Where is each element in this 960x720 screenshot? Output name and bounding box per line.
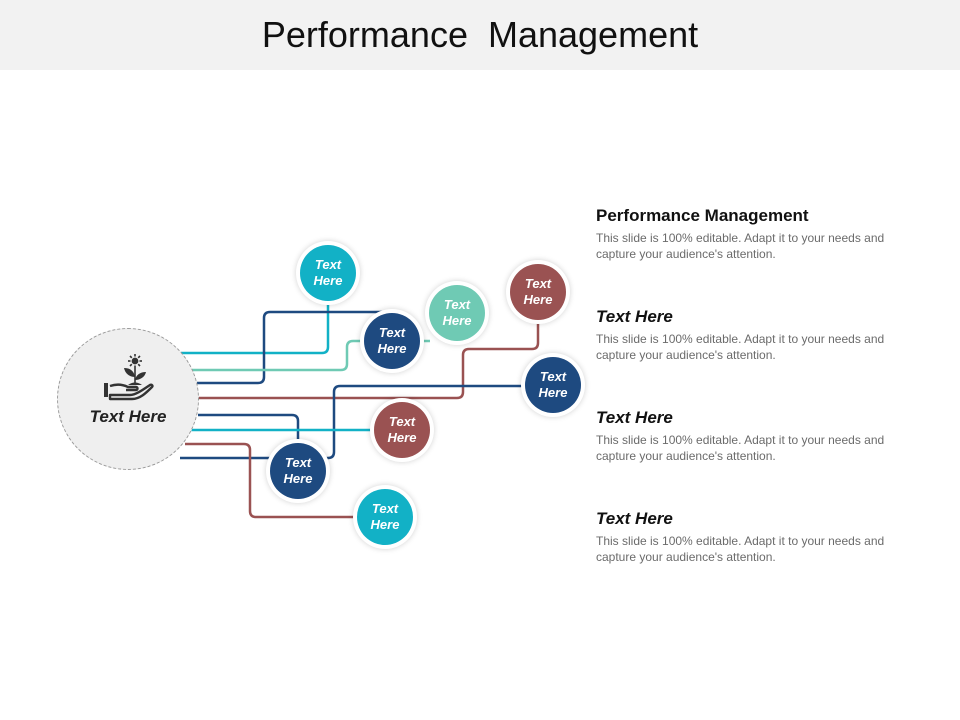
info-body: This slide is 100% editable. Adapt it to… (596, 534, 885, 564)
connector-mint (185, 339, 430, 372)
node-circle-5: Text Here (525, 357, 581, 413)
node-label: Text Here (283, 455, 313, 486)
node-label: Text Here (377, 325, 407, 356)
node-label: Text Here (313, 257, 343, 288)
center-label: Text Here (89, 407, 167, 426)
node-circle-1: Text Here (300, 245, 356, 301)
hand-plant-icon (104, 354, 154, 401)
info-heading: Text Here (596, 307, 673, 326)
info-body: This slide is 100% editable. Adapt it to… (596, 231, 885, 261)
node-label: Text Here (387, 414, 417, 445)
node-circle-7: Text Here (270, 443, 326, 499)
node-circle-8: Text Here (357, 489, 413, 545)
info-heading: Performance Management (596, 206, 809, 225)
title-bar (0, 0, 960, 70)
node-label: Text Here (538, 369, 568, 400)
center-circle: Text Here (57, 328, 199, 470)
info-heading: Text Here (596, 509, 673, 528)
node-circle-2: Text Here (429, 285, 485, 341)
info-block-4: Text Here This slide is 100% editable. A… (596, 509, 896, 565)
info-block-1: Performance Management This slide is 100… (596, 206, 896, 262)
slide-title: Performance Management (261, 14, 699, 55)
connector-navy-lower (198, 413, 300, 443)
info-body: This slide is 100% editable. Adapt it to… (596, 433, 885, 463)
info-heading: Text Here (596, 408, 673, 427)
node-label: Text Here (442, 297, 472, 328)
node-circle-4: Text Here (510, 264, 566, 320)
node-circle-3: Text Here (364, 313, 420, 369)
connector-navy-right (180, 384, 527, 460)
connector-cyan-top (180, 302, 330, 355)
info-block-3: Text Here This slide is 100% editable. A… (596, 408, 896, 464)
connector-maroon-lower (185, 442, 358, 519)
node-label: Text Here (523, 276, 553, 307)
info-body: This slide is 100% editable. Adapt it to… (596, 332, 885, 362)
node-circle-6: Text Here (374, 402, 430, 458)
node-label: Text Here (370, 501, 400, 532)
connector-navy-upper (185, 310, 395, 385)
connector-maroon-upper (195, 322, 540, 400)
info-block-2: Text Here This slide is 100% editable. A… (596, 307, 896, 363)
